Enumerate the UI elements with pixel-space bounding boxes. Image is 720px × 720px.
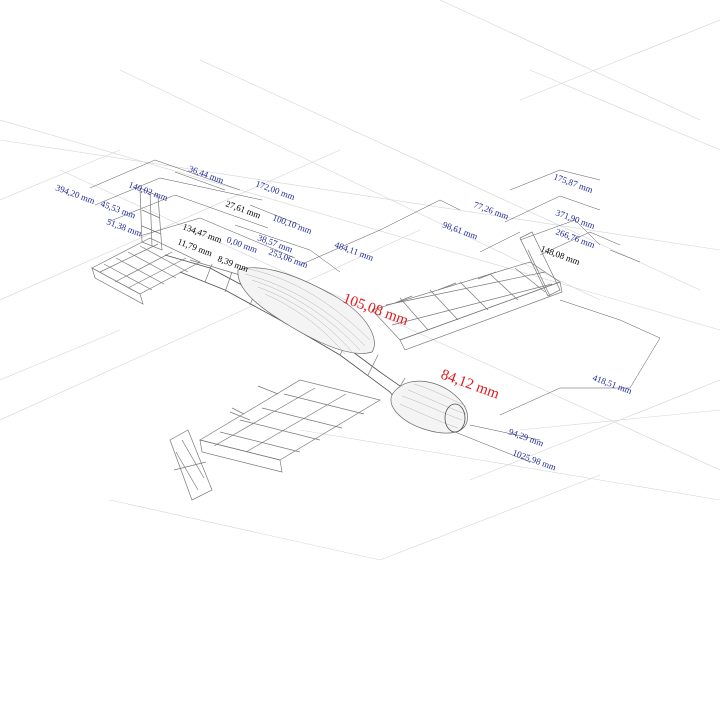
dim-label: 394,20 mm [54,182,96,205]
dim-label: 100,10 mm [271,212,313,235]
dim-label: 45,53 mm [99,198,137,220]
dim-label: 1025,98 mm [511,447,557,472]
construction-guides [0,0,720,561]
dim-label: 98,61 mm [441,219,479,241]
dim-label: 36,44 mm [187,163,225,185]
engine-cowling [390,380,468,434]
canopy [237,267,375,355]
dim-label: 51,38 mm [105,216,143,238]
left-wing [199,379,381,473]
dim-label: 148,08 mm [539,243,581,266]
dim-label: 175,87 mm [552,171,594,194]
dim-label: 77,26 mm [472,199,510,221]
dim-label: 0,00 mm [225,234,259,254]
dim-label: 8,39 mm [216,253,250,273]
dimension-leaders [89,159,661,463]
lower-fin [169,429,213,501]
dim-label: 94,29 mm [507,426,545,448]
dim-label: 27,61 mm [224,198,262,220]
dim-label: 418,51 mm [591,372,633,395]
right-wing [371,231,563,351]
tail-assembly [91,187,201,305]
dim-label: 484,11 mm [333,239,375,262]
